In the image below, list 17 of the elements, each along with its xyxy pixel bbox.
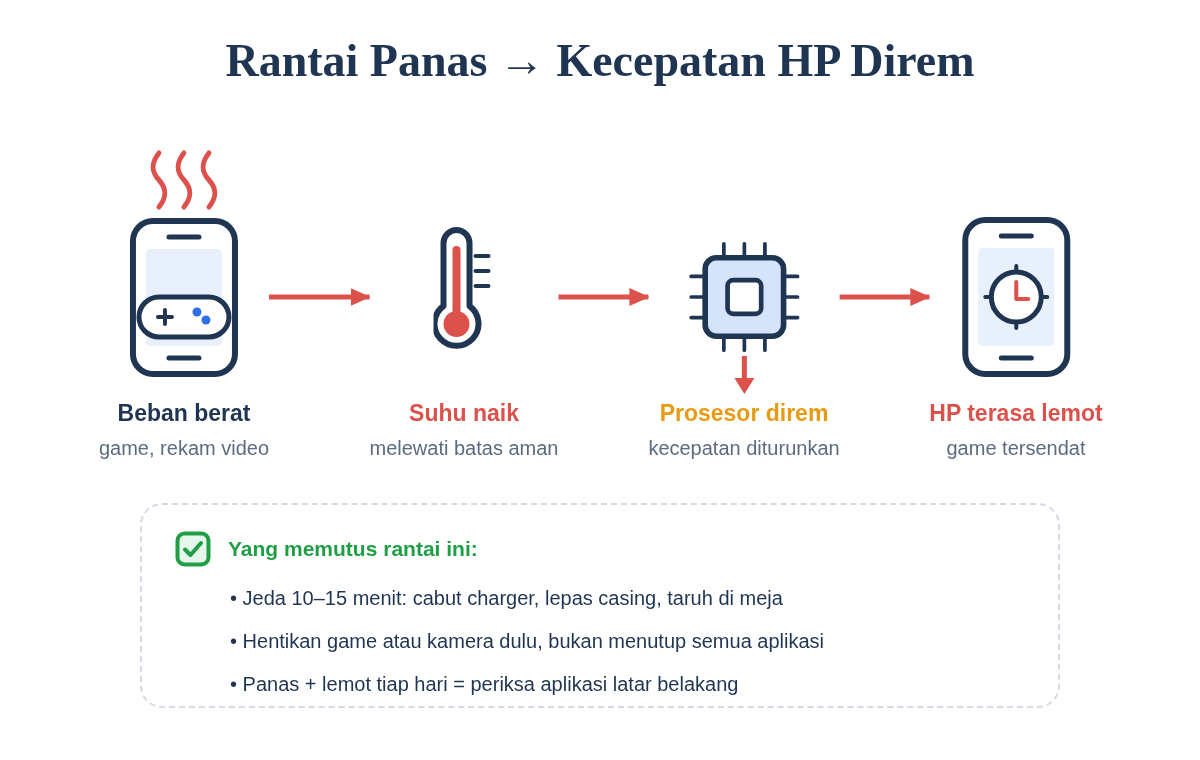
step-description: kecepatan diturunkan bbox=[648, 436, 840, 461]
arrow bbox=[839, 288, 931, 306]
step-description: melewati batas aman bbox=[369, 436, 559, 461]
bullet-point: • Jeda 10–15 menit: cabut charger, lepas casing, taruh di meja bbox=[230, 586, 783, 611]
arrow bbox=[558, 288, 650, 306]
tips-panel bbox=[140, 503, 1060, 708]
step-description: game tersendat bbox=[946, 436, 1086, 461]
bullet-point: • Panas + lemot tiap hari = periksa aplikasi latar belakang bbox=[230, 672, 739, 697]
bullet-point: • Hentikan game atau kamera dulu, bukan menutup semua aplikasi bbox=[230, 629, 824, 654]
tips-heading: Yang memutus rantai ini: bbox=[228, 536, 478, 562]
arrow bbox=[269, 288, 371, 306]
title: Rantai Panas → Kecepatan HP Direm bbox=[225, 34, 975, 88]
step-title: Suhu naik bbox=[409, 399, 519, 428]
step-title: HP terasa lemot bbox=[929, 399, 1103, 428]
step-description: game, rekam video bbox=[98, 436, 270, 461]
step-title: Beban berat bbox=[117, 399, 251, 428]
step-title: Prosesor direm bbox=[659, 399, 829, 428]
